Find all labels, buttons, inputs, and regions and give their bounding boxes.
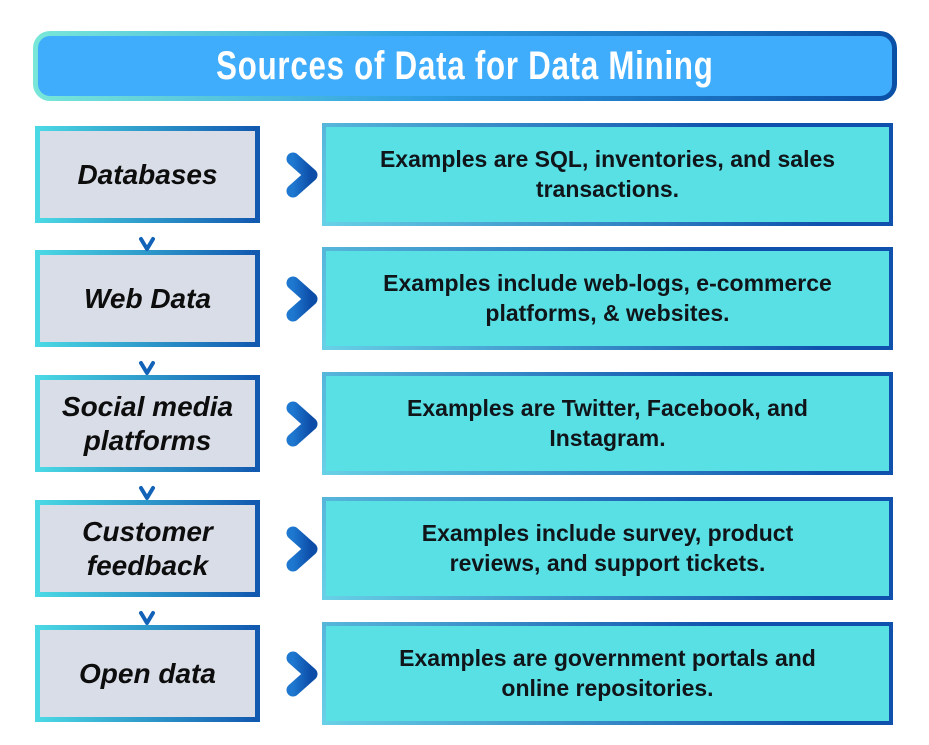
diagram-row: Databases Examples are SQL, inventories,… (0, 123, 929, 226)
down-arrow-icon (137, 472, 157, 500)
example-text: Examples include survey, product reviews… (421, 519, 794, 576)
down-arrow-icon (137, 347, 157, 375)
page-title: Sources of Data for Data Mining (216, 43, 714, 88)
source-box-customer-feedback: Customer feedback (35, 500, 260, 597)
right-arrow-icon (256, 525, 322, 573)
source-label: Social media platforms (61, 390, 234, 456)
right-arrow-icon (256, 650, 322, 698)
example-box-social-media: Examples are Twitter, Facebook, and Inst… (322, 372, 893, 475)
diagram-row: Social media platforms Examples are Twit… (0, 372, 929, 475)
source-box-web-data: Web Data (35, 250, 260, 347)
source-box-social-media: Social media platforms (35, 375, 260, 472)
source-label: Open data (79, 657, 216, 689)
diagram-row: Customer feedback Examples include surve… (0, 497, 929, 600)
header-banner: Sources of Data for Data Mining (33, 31, 897, 101)
example-box-databases: Examples are SQL, inventories, and sales… (322, 123, 893, 226)
example-box-customer-feedback: Examples include survey, product reviews… (322, 497, 893, 600)
source-label: Customer feedback (82, 515, 213, 581)
down-arrow-icon (137, 223, 157, 251)
diagram-row: Open data Examples are government portal… (0, 622, 929, 725)
example-box-web-data: Examples include web-logs, e-commerce pl… (322, 247, 893, 350)
example-box-open-data: Examples are government portals and onli… (322, 622, 893, 725)
down-arrow-icon (137, 597, 157, 625)
example-text: Examples are SQL, inventories, and sales… (379, 145, 836, 202)
header-banner-inner: Sources of Data for Data Mining (38, 36, 892, 96)
right-arrow-icon (256, 275, 322, 323)
source-label: Web Data (83, 282, 212, 314)
example-text: Examples include web-logs, e-commerce pl… (383, 269, 832, 326)
source-box-databases: Databases (35, 126, 260, 223)
example-text: Examples are Twitter, Facebook, and Inst… (407, 394, 808, 451)
source-label: Databases (77, 158, 218, 190)
source-box-open-data: Open data (35, 625, 260, 722)
right-arrow-icon (256, 151, 322, 199)
example-text: Examples are government portals and onli… (399, 644, 816, 701)
right-arrow-icon (256, 400, 322, 448)
diagram-row: Web Data Examples include web-logs, e-co… (0, 247, 929, 350)
